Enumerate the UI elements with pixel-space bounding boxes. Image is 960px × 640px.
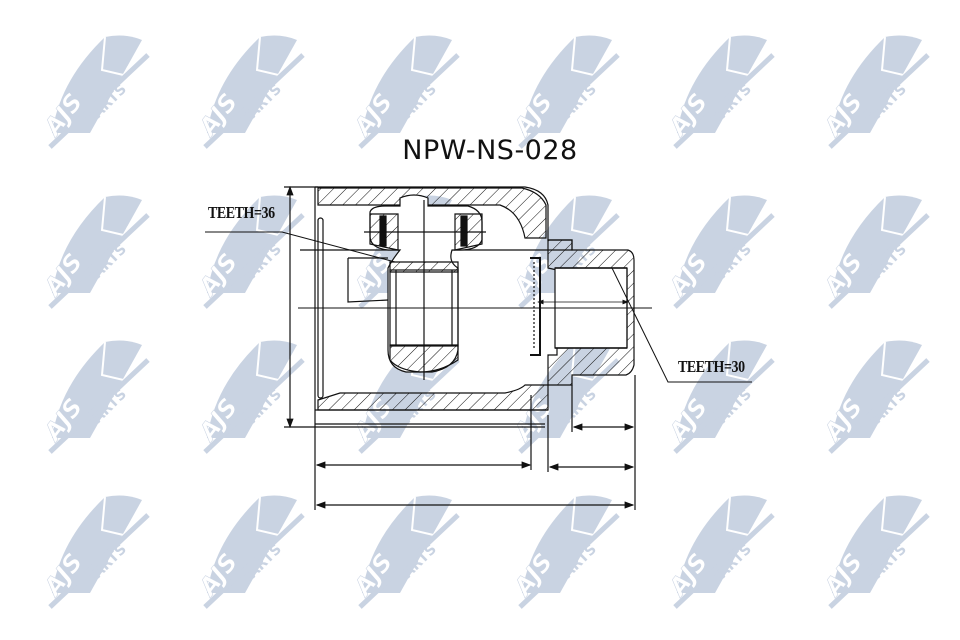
inner-teeth-label: TEETH=36 [208, 203, 275, 222]
part-number-title: NPW-NS-028 [402, 135, 578, 166]
outer-teeth-label: TEETH=30 [678, 357, 745, 376]
